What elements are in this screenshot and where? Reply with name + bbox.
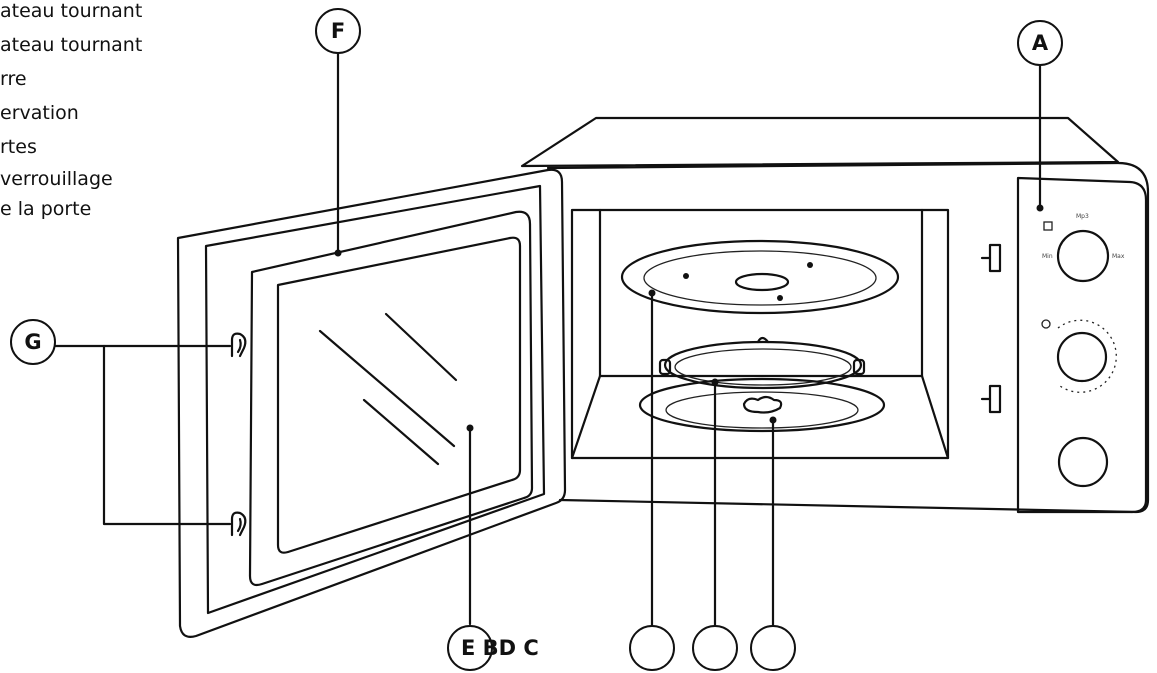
- door-outer: [176, 168, 567, 638]
- callout-circle-empty: [750, 625, 796, 671]
- callout-bottom-label: E BD C: [461, 636, 539, 660]
- power-knob: Mp3 Min Max: [1042, 213, 1125, 283]
- power-label-top: Mp3: [1076, 213, 1089, 220]
- callout-a-label: A: [1032, 31, 1049, 55]
- latch-hook-icon: [230, 332, 247, 358]
- glass-tray: [620, 239, 900, 315]
- door: [176, 168, 567, 638]
- callout-bottom-group: E BD C: [447, 625, 539, 671]
- coupler-icon: [742, 395, 783, 414]
- door-window: [276, 236, 522, 554]
- cavity: [570, 208, 950, 460]
- clock-icon: [1041, 319, 1051, 329]
- callout-circle-empty: [629, 625, 675, 671]
- cavity-edge: [920, 374, 950, 460]
- legend-item: ateau tournant: [0, 0, 143, 22]
- turntable-base: [638, 377, 886, 433]
- door-inner-frame: [204, 184, 546, 615]
- legend-item: verrouillage: [0, 168, 113, 190]
- legend-item: rre: [0, 68, 27, 90]
- callout-circle-empty: [692, 625, 738, 671]
- legend-item: rtes: [0, 136, 37, 158]
- microwave-body: [520, 116, 1150, 514]
- callout-a: A: [1017, 20, 1063, 66]
- callout-g-label: G: [24, 330, 41, 354]
- roller-ring: [658, 336, 866, 390]
- callout-f-label: F: [331, 19, 345, 43]
- legend-item: e la porte: [0, 198, 92, 220]
- timer-knob: [1041, 319, 1117, 393]
- latch-hook-icon: [230, 511, 247, 537]
- door-release-button: [1057, 436, 1109, 488]
- power-label-min: Min: [1042, 253, 1053, 260]
- body-front: [546, 161, 1150, 514]
- legend-item: ateau tournant: [0, 34, 143, 56]
- glass-reflection: [318, 329, 456, 448]
- legend-item: ervation: [0, 102, 79, 124]
- leader-lines: [54, 50, 1044, 628]
- callout-g: G: [10, 319, 56, 365]
- defrost-icon: [1043, 221, 1053, 231]
- power-label-max: Max: [1112, 253, 1125, 260]
- glass-reflection: [362, 398, 440, 466]
- callout-f: F: [315, 8, 361, 54]
- legend-list: ateau tournant ateau tournant rre ervati…: [0, 0, 142, 224]
- glass-reflection: [384, 312, 458, 382]
- door-window-frame: [248, 210, 534, 587]
- door-lock-slot: [980, 384, 1002, 414]
- door-lock-slot: [980, 243, 1002, 273]
- cavity-edge: [570, 374, 602, 460]
- body-top: [520, 116, 1120, 168]
- control-panel: [1016, 176, 1148, 514]
